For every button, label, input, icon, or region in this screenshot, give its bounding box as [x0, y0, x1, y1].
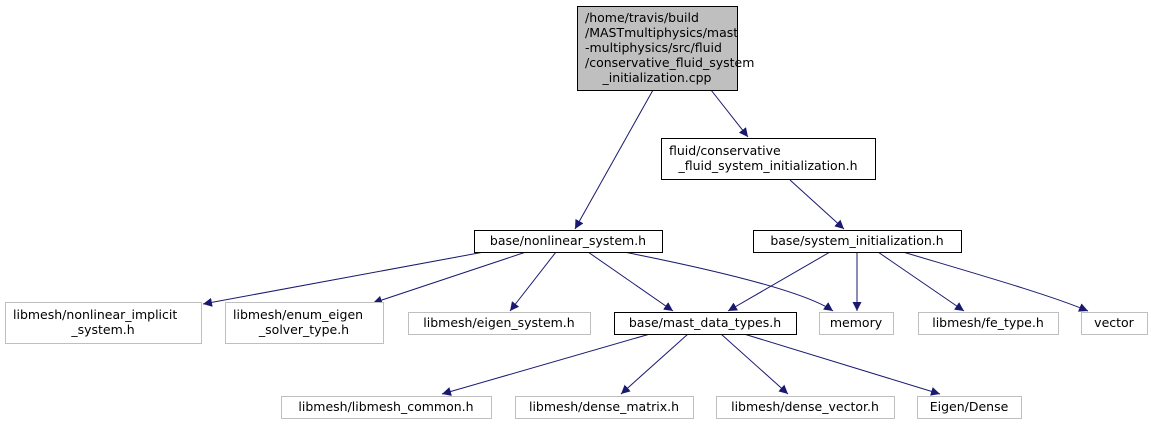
edge-nonlinear_system-to-memory [623, 251, 834, 312]
node-label-line: _system.h [70, 322, 134, 337]
node-cfsi-h[interactable]: fluid/conservative_fluid_system_initiali… [661, 138, 876, 180]
node-root: /home/travis/build/MASTmultiphysics/mast… [577, 6, 754, 91]
node-label-line: /home/travis/build [585, 10, 699, 25]
node-label-line: Eigen/Dense [930, 399, 1009, 414]
node-label-line: fluid/conservative [669, 143, 781, 158]
edge-line [789, 179, 845, 230]
node-label-line: libmesh/enum_eigen [233, 307, 363, 322]
node-box [819, 312, 894, 335]
node-mast-data-types[interactable]: base/mast_data_types.h [614, 312, 797, 335]
edge-root-to-nonlinear_system [574, 89, 654, 230]
node-box [5, 302, 202, 344]
node-label-line: libmesh/libmesh_common.h [298, 399, 473, 414]
edge-nonlinear_system-to-mast_data_types [587, 251, 674, 312]
edge-line [372, 251, 527, 305]
edge-line [587, 251, 674, 312]
node-box [716, 396, 895, 419]
edge-system_initialization-to-fe_type [877, 251, 965, 312]
edge-line [620, 333, 689, 395]
node-libmesh-common[interactable]: libmesh/libmesh_common.h [281, 396, 492, 419]
node-label-line: memory [830, 315, 883, 330]
node-label-line: _solver_type.h [258, 322, 349, 337]
node-label-line: _initialization.cpp [602, 70, 712, 85]
node-box [474, 230, 663, 253]
node-label-line: libmesh/dense_vector.h [731, 399, 879, 414]
node-label-line: base/nonlinear_system.h [490, 233, 646, 248]
node-fe-type[interactable]: libmesh/fe_type.h [918, 312, 1059, 335]
edge-root-to-cfsi_h [710, 89, 749, 138]
edge-line [902, 251, 1089, 312]
node-dense-vector[interactable]: libmesh/dense_vector.h [716, 396, 895, 419]
node-system-initialization[interactable]: base/system_initialization.h [753, 230, 962, 253]
node-box [917, 396, 1022, 419]
node-label-line: libmesh/fe_type.h [932, 315, 1044, 330]
node-dense-matrix[interactable]: libmesh/dense_matrix.h [515, 396, 694, 419]
node-eigen-system[interactable]: libmesh/eigen_system.h [408, 312, 591, 335]
edge-line [623, 251, 834, 312]
edge-nonlinear_system-to-enum_eigen [372, 251, 527, 305]
node-label-line: /MASTmultiphysics/mast [585, 25, 738, 40]
edge-nonlinear_system-to-nonlinear_implicit [202, 251, 485, 307]
node-label-line: libmesh/eigen_system.h [423, 315, 574, 330]
node-box [661, 138, 876, 180]
nodes-layer: /home/travis/build/MASTmultiphysics/mast… [5, 6, 1148, 419]
edge-line [743, 333, 941, 396]
edges-layer [202, 89, 1089, 396]
edge-system_initialization-to-mast_data_types [727, 251, 831, 312]
edge-line [710, 89, 749, 138]
edge-line [202, 251, 485, 307]
edge-line [727, 251, 831, 312]
node-box [408, 312, 591, 335]
edge-system_initialization-to-vector [902, 251, 1089, 312]
edge-line [574, 89, 654, 230]
edge-mast_data_types-to-eigen_dense [743, 333, 941, 396]
node-label-line: libmesh/nonlinear_implicit [13, 307, 177, 322]
node-label-line: _fluid_system_initialization.h [677, 158, 857, 173]
node-label-line: libmesh/dense_matrix.h [529, 399, 679, 414]
node-box [281, 396, 492, 419]
edge-mast_data_types-to-dense_vector [720, 333, 789, 395]
edge-cfsi_h-to-system_initialization [789, 179, 845, 230]
edge-mast_data_types-to-dense_matrix [620, 333, 689, 395]
node-eigen-dense[interactable]: Eigen/Dense [917, 396, 1022, 419]
node-box [918, 312, 1059, 335]
node-vector[interactable]: vector [1081, 312, 1148, 335]
node-label-line: -multiphysics/src/fluid [585, 40, 722, 55]
node-box [577, 6, 738, 91]
node-box [614, 312, 797, 335]
node-box [225, 302, 384, 344]
edge-line [877, 251, 965, 312]
edge-line [441, 333, 651, 396]
edge-mast_data_types-to-libmesh_common [441, 333, 651, 396]
edge-nonlinear_system-to-eigen_system [509, 251, 557, 312]
node-box [1081, 312, 1148, 335]
node-enum-eigen[interactable]: libmesh/enum_eigen_solver_type.h [225, 302, 384, 344]
node-nonlinear-implicit[interactable]: libmesh/nonlinear_implicit_system.h [5, 302, 202, 344]
node-box [515, 396, 694, 419]
node-label-line: base/system_initialization.h [770, 233, 943, 248]
edge-line [509, 251, 557, 312]
node-box [753, 230, 962, 253]
edge-line [720, 333, 789, 395]
node-label-line: vector [1094, 315, 1135, 330]
node-nonlinear-system[interactable]: base/nonlinear_system.h [474, 230, 663, 253]
node-label-line: base/mast_data_types.h [629, 315, 781, 330]
node-label-line: /conservative_fluid_system [585, 55, 754, 70]
node-memory[interactable]: memory [819, 312, 894, 335]
